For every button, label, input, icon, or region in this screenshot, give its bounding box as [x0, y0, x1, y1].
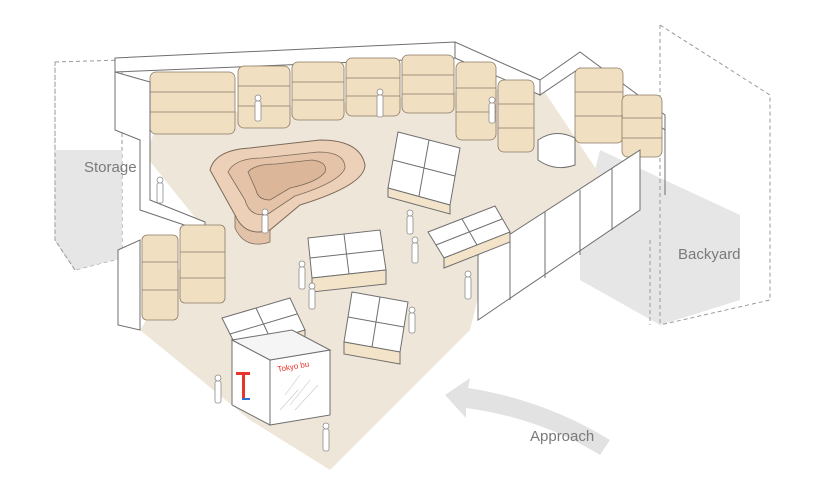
signage-cube [230, 329, 332, 426]
approach-label: Approach [530, 428, 594, 445]
display-table-5 [343, 291, 409, 365]
storage-label: Storage [84, 159, 137, 176]
central-island [209, 139, 366, 245]
right-wing [537, 51, 666, 195]
display-table-3 [307, 229, 387, 293]
back-shelving [149, 54, 535, 153]
display-table-2 [427, 205, 511, 269]
left-wall [114, 71, 226, 331]
storage-area [54, 59, 123, 271]
right-partition [477, 149, 641, 321]
display-table-1 [387, 131, 461, 215]
backyard-label: Backyard [678, 246, 741, 263]
approach-arrow [445, 378, 610, 455]
people [156, 88, 496, 452]
